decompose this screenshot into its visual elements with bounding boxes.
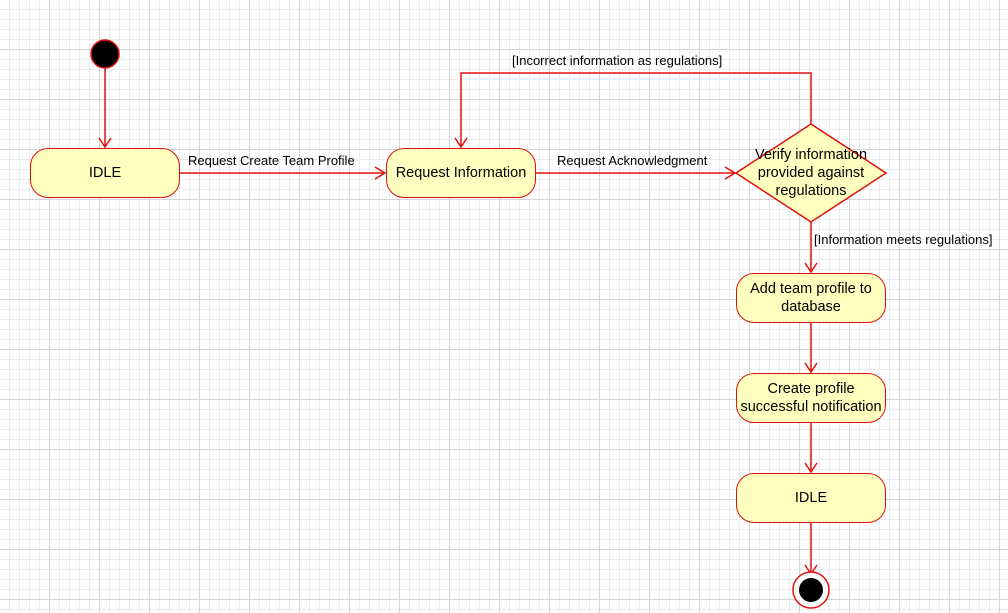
edge-verify-loop-back — [460, 72, 812, 147]
edge-label-meets: [Information meets regulations] — [814, 232, 993, 247]
state-add-team-profile[interactable]: Add team profile to database — [736, 273, 886, 323]
initial-node[interactable] — [90, 39, 120, 69]
arrowhead — [804, 362, 818, 374]
arrowhead — [804, 462, 818, 474]
state-label: Add team profile to database — [750, 281, 872, 315]
state-label: Request Information — [395, 165, 527, 181]
decision-label: Verify information provided against regu… — [754, 147, 868, 199]
arrowhead — [454, 137, 468, 149]
edge-label-request-create: Request Create Team Profile — [188, 153, 355, 168]
arrowhead — [804, 262, 818, 274]
state-request-information[interactable]: Request Information — [386, 148, 536, 198]
final-node-dot — [799, 578, 823, 602]
state-create-profile-notification[interactable]: Create profile successful notification — [736, 373, 886, 423]
state-label: IDLE — [794, 490, 828, 506]
arrowhead — [98, 137, 112, 149]
state-idle-start[interactable]: IDLE — [30, 148, 180, 198]
decision-node[interactable] — [734, 123, 888, 223]
state-idle-end[interactable]: IDLE — [736, 473, 886, 523]
edge-label-request-ack: Request Acknowledgment — [557, 153, 708, 168]
arrowhead — [374, 166, 387, 180]
state-label: Create profile successful notification — [740, 381, 882, 415]
edge-label-incorrect: [Incorrect information as regulations] — [512, 53, 723, 68]
state-label: IDLE — [88, 165, 122, 181]
